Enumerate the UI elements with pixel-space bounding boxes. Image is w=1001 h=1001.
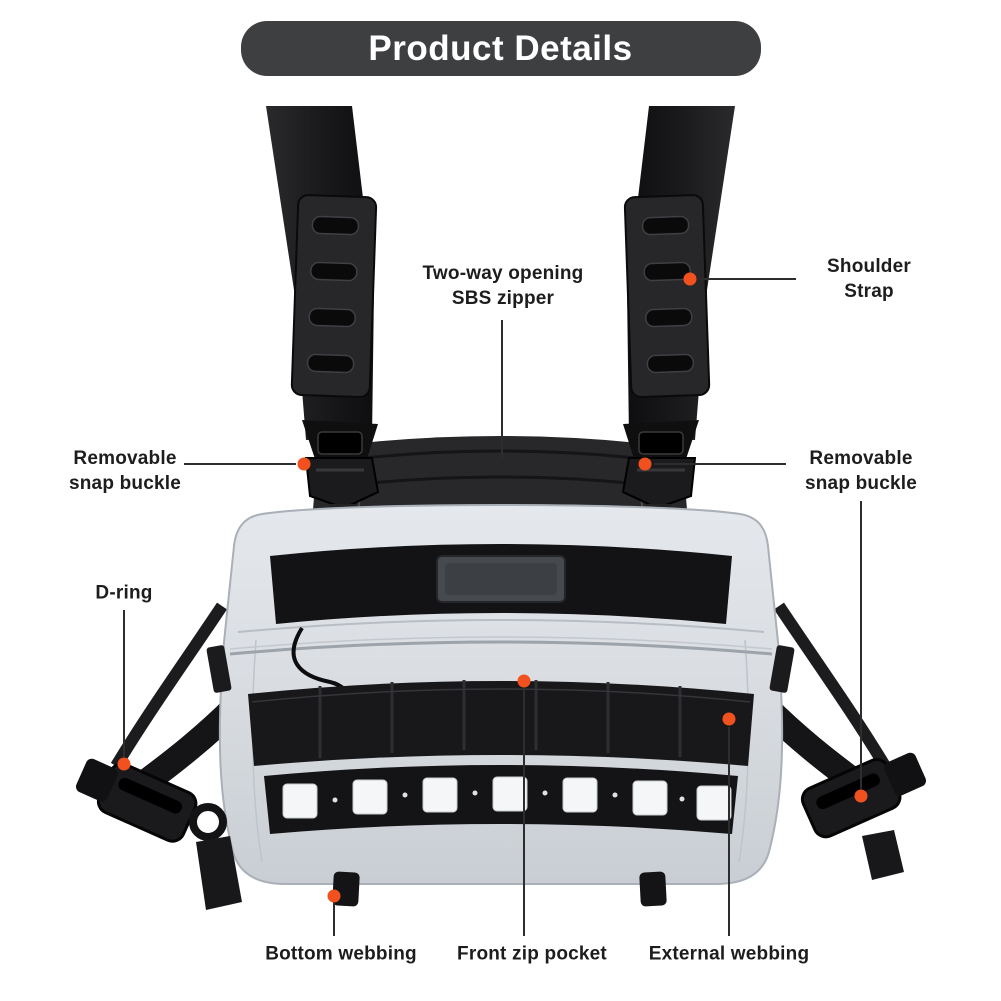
reflective-square [562, 777, 598, 813]
callout-dot-bottom-webbing [327, 889, 341, 903]
callout-label-shoulder-strap: Shoulder Strap [827, 255, 911, 302]
callout-dot-shoulder-strap [683, 272, 697, 286]
callout-dot-snap-buckle-right [638, 457, 652, 471]
reflective-square [696, 785, 732, 821]
strap-end-left [196, 836, 242, 910]
callout-dot-snap-buckle-right-lower [854, 789, 868, 803]
title-badge: Product Details [240, 21, 761, 76]
callout-dot-d-ring [117, 757, 131, 771]
buckle-right [800, 752, 927, 839]
reflective-square [352, 779, 388, 815]
zipper-seam [229, 640, 773, 656]
callout-label-front-zip-pocket: Front zip pocket [457, 943, 607, 965]
snap-buckle-right-hardware [621, 420, 699, 526]
strap-end-right [862, 830, 904, 880]
callout-dot-snap-buckle-left [297, 457, 311, 471]
callout-line-front-zip-pocket [523, 688, 525, 936]
page-title: Product Details [368, 28, 633, 68]
callout-label-bottom-webbing: Bottom webbing [265, 943, 417, 965]
callout-line-snap-buckle-right-lower [860, 501, 862, 789]
elastic-webbing [248, 680, 754, 766]
reflective-square [422, 777, 458, 813]
callout-line-bottom-webbing [333, 903, 335, 936]
d-ring-hardware [189, 803, 227, 841]
callout-line-sbs-zipper [501, 320, 503, 458]
bottom-tab-right [639, 871, 667, 907]
strap-pad-left [290, 194, 378, 398]
shoulder-strap-right [623, 106, 735, 440]
callout-label-snap-buckle-right: Removable snap buckle [804, 447, 918, 494]
buckle-left [75, 758, 198, 843]
side-anchor-left [206, 645, 232, 693]
reflective-strip [264, 765, 738, 834]
side-anchor-right [769, 645, 795, 693]
reflective-square [632, 780, 668, 816]
callout-line-shoulder-strap [700, 278, 796, 280]
callout-dot-external-webbing [722, 712, 736, 726]
callout-label-d-ring: D-ring [95, 582, 153, 604]
callout-line-snap-buckle-left [184, 463, 296, 465]
reflective-square [492, 776, 528, 812]
shoulder-strap-left [266, 106, 378, 440]
callout-line-d-ring [123, 610, 125, 757]
callout-dot-front-zip-pocket [517, 674, 531, 688]
callout-line-snap-buckle-right [654, 463, 786, 465]
reflective-square [282, 783, 318, 819]
callout-line-external-webbing [728, 727, 730, 936]
side-strap-right [774, 602, 891, 770]
side-strap-left [110, 602, 227, 770]
callout-label-external-webbing: External webbing [648, 943, 810, 965]
callout-label-snap-buckle-left: Removable snap buckle [68, 447, 182, 494]
callout-label-sbs-zipper: Two-way opening SBS zipper [422, 262, 584, 309]
